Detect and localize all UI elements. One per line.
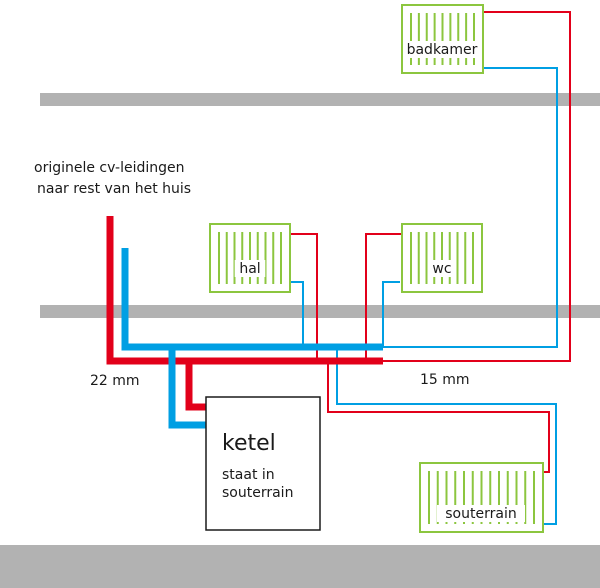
floor-ground xyxy=(0,545,600,588)
pipe-return-wc xyxy=(382,281,400,347)
radiator-label: hal xyxy=(239,261,260,277)
boiler-sub-1: staat in xyxy=(222,467,275,483)
radiator-label-bg xyxy=(234,260,266,277)
pipe-return-hal xyxy=(290,281,304,347)
radiator-label: wc xyxy=(432,261,451,277)
pipe-size-15: 15 mm xyxy=(420,372,470,388)
pipe-return-main xyxy=(121,248,383,351)
radiator-label-bg xyxy=(430,260,454,277)
pipe-supply-badkamer xyxy=(383,11,571,362)
pipe-return-badkamer xyxy=(383,67,558,348)
note-line-2: naar rest van het huis xyxy=(37,181,191,197)
pipe-supply-souterrain xyxy=(327,361,550,473)
radiator-badkamer: badkamer xyxy=(401,4,484,74)
radiator-hal: hal xyxy=(209,223,291,293)
radiator-label: badkamer xyxy=(407,42,478,58)
radiator-label-bg xyxy=(437,505,525,522)
pipe-supply-hal xyxy=(290,233,318,361)
pipe-return-souterrain xyxy=(336,347,557,525)
pipe-size-22: 22 mm xyxy=(90,373,140,389)
boiler-sub-2: souterrain xyxy=(222,485,293,501)
radiator-wc: wc xyxy=(401,223,483,293)
floor-upper xyxy=(40,93,600,106)
radiator-souterrain: souterrain xyxy=(419,462,544,533)
note-line-1: originele cv-leidingen xyxy=(34,160,185,176)
pipe-supply-boiler xyxy=(185,358,206,411)
radiator-label: souterrain xyxy=(445,506,516,522)
floor-middle xyxy=(40,305,600,318)
pipe-supply-main xyxy=(106,216,383,365)
radiator-label-bg xyxy=(406,41,478,58)
pipe-return-boiler xyxy=(168,347,206,429)
pipe-supply-wc xyxy=(365,233,403,361)
boiler-title: ketel xyxy=(222,431,276,456)
boiler-box xyxy=(205,396,321,531)
